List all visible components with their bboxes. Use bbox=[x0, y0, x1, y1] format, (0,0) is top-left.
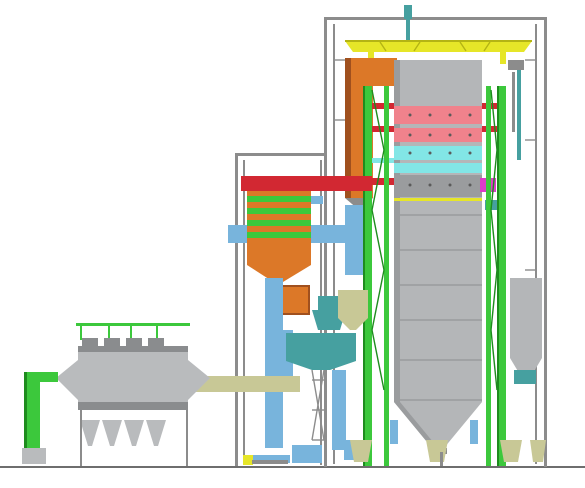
green-support-columns bbox=[363, 86, 506, 466]
induced-draft-fan-duct bbox=[22, 372, 58, 464]
top-vent-stack bbox=[404, 5, 412, 43]
right-side-pipes bbox=[508, 60, 524, 160]
superheater-bands bbox=[394, 106, 482, 201]
bag-filter-dust-collector bbox=[56, 323, 210, 466]
ground-line bbox=[0, 466, 585, 468]
side-silo bbox=[510, 278, 542, 384]
exhaust-fan bbox=[243, 455, 288, 465]
foundation-supports bbox=[350, 420, 546, 466]
